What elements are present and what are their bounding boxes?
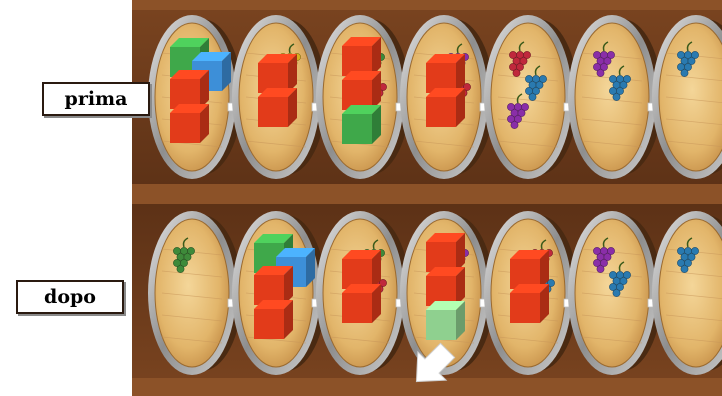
cube	[342, 105, 381, 144]
label-before: prima	[42, 82, 150, 116]
cube	[426, 88, 465, 127]
cube	[254, 266, 293, 305]
barrel	[484, 211, 578, 375]
cube	[342, 37, 381, 76]
cube	[510, 284, 549, 323]
cube	[426, 301, 465, 340]
barrel	[148, 15, 242, 179]
barrel	[568, 15, 662, 179]
cube	[170, 70, 209, 109]
cube	[426, 54, 465, 93]
cube	[254, 300, 293, 339]
cube	[342, 71, 381, 110]
barrel	[400, 15, 494, 179]
shelf-middle-plank	[132, 184, 722, 204]
cube	[258, 54, 297, 93]
shelf-top-plank	[132, 0, 722, 10]
barrel	[316, 15, 410, 179]
cube	[426, 233, 465, 272]
barrel	[568, 211, 662, 375]
barrel	[316, 211, 410, 375]
label-after: dopo	[16, 280, 124, 314]
cube	[426, 267, 465, 306]
cube	[342, 284, 381, 323]
barrel	[148, 211, 242, 375]
barrel	[232, 211, 326, 375]
barrel	[484, 15, 578, 179]
cube	[258, 88, 297, 127]
barrel	[232, 15, 326, 179]
cube	[170, 104, 209, 143]
cube	[342, 250, 381, 289]
cube	[510, 250, 549, 289]
